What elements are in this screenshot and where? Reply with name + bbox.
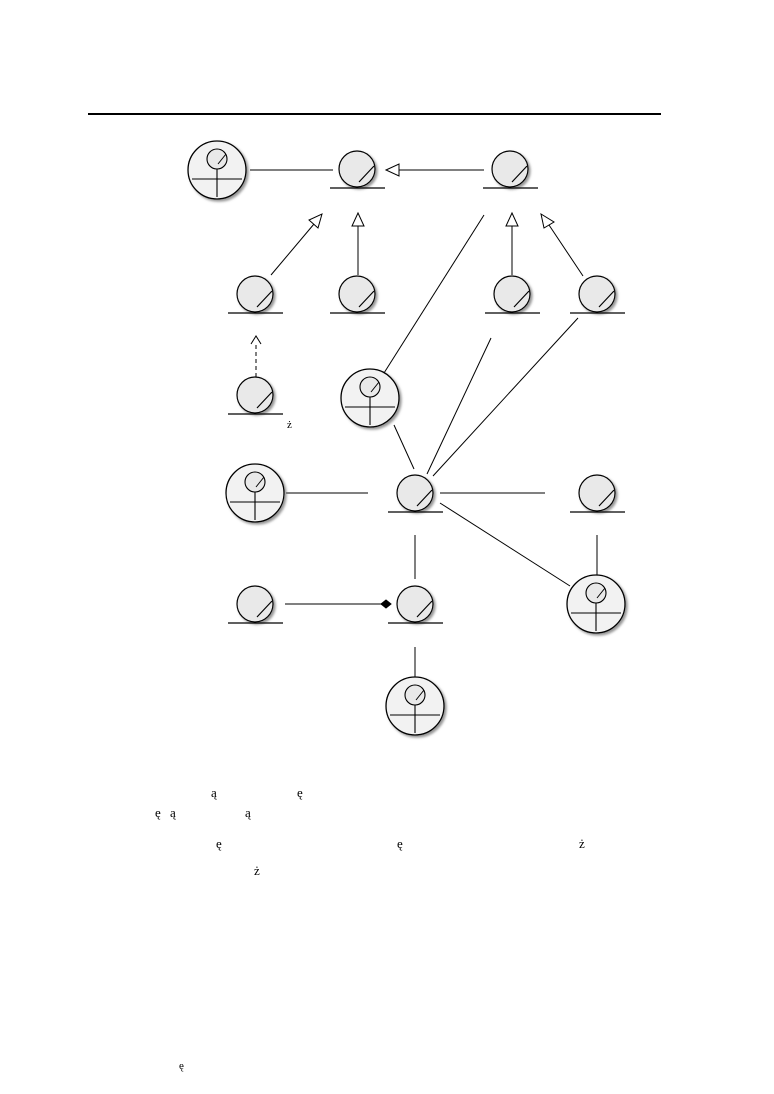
generalization-arrowhead [384,163,400,177]
generalization-arrowhead [540,212,555,229]
caption-l4-a: ż [254,863,260,878]
caption-l3-b: ę [397,836,403,851]
dependency-arrowhead [250,335,262,345]
actor-tick [255,476,265,488]
entity-tick [416,600,433,618]
actor-tick [217,153,227,165]
entity-circle [493,275,531,313]
node-entity-top-right [483,150,538,189]
node-entity-right [570,474,625,513]
caption-l1-a: ą [211,785,217,800]
node-entity-center [388,474,443,513]
node-entity-row2-1 [228,275,283,314]
actor-head [359,376,381,398]
entity-tick [511,165,528,183]
entity-circle [578,474,616,512]
caption-l3-c: ż [579,836,585,851]
node-label-fragment: ż [287,419,292,431]
entity-tick [416,489,433,507]
actor-head [585,582,607,604]
caption-l1-b: ę [297,785,303,800]
entity-circle [338,275,376,313]
entity-circle [396,474,434,512]
caption-l3-a: ę [216,836,222,851]
entity-circle [236,275,274,313]
node-entity-row2-2 [330,275,385,314]
edge-row2-4-generalization [548,224,584,277]
edges [250,163,598,681]
entity-circle [236,376,274,414]
node-entity-top-center [330,150,385,189]
generalization-arrowhead [351,211,365,227]
edge-center-actor-lower-right [439,502,571,587]
nodes [187,140,626,736]
entity-tick [358,165,375,183]
actor-head [206,148,228,170]
caption-l2-b: ą [170,805,176,820]
actor-head [404,684,426,706]
edge-row2-3-center [426,337,492,475]
footer-fragment: ę [179,1060,184,1072]
entity-circle [338,150,376,188]
node-actor-lower-right [566,574,626,634]
entity-circle [491,150,529,188]
node-entity-row2-3 [485,275,540,314]
entity-circle [578,275,616,313]
actor-tick [415,689,425,701]
edge-row2-4-center [432,317,579,477]
node-entity-row3-left [228,376,283,415]
node-entity-lower-center [388,585,443,624]
entity-tick [598,489,615,507]
generalization-arrowhead [308,213,323,229]
entity-circle [236,585,274,623]
edge-row2-1-generalization [270,223,315,276]
actor-head [244,471,266,493]
node-entity-lower-left [228,585,283,624]
entity-tick [256,391,273,409]
actor-tick [596,587,606,599]
caption-l2-a: ę [155,805,161,820]
node-entity-row2-4 [570,275,625,314]
entity-tick [598,290,615,308]
edge-top-right-actor-middle [383,214,485,374]
entity-circle [396,585,434,623]
node-actor-bottom [385,676,445,736]
composition-diamond [380,599,392,609]
entity-tick [256,600,273,618]
caption-l2-c: ą [245,805,251,820]
actor-tick [370,381,380,393]
entity-tick [256,290,273,308]
generalization-arrowhead [505,211,519,227]
entity-tick [358,290,375,308]
node-actor-top-left [187,140,247,200]
node-actor-middle [340,368,400,428]
node-actor-left [225,463,285,523]
edge-actor-middle-center [393,424,415,470]
entity-tick [513,290,530,308]
